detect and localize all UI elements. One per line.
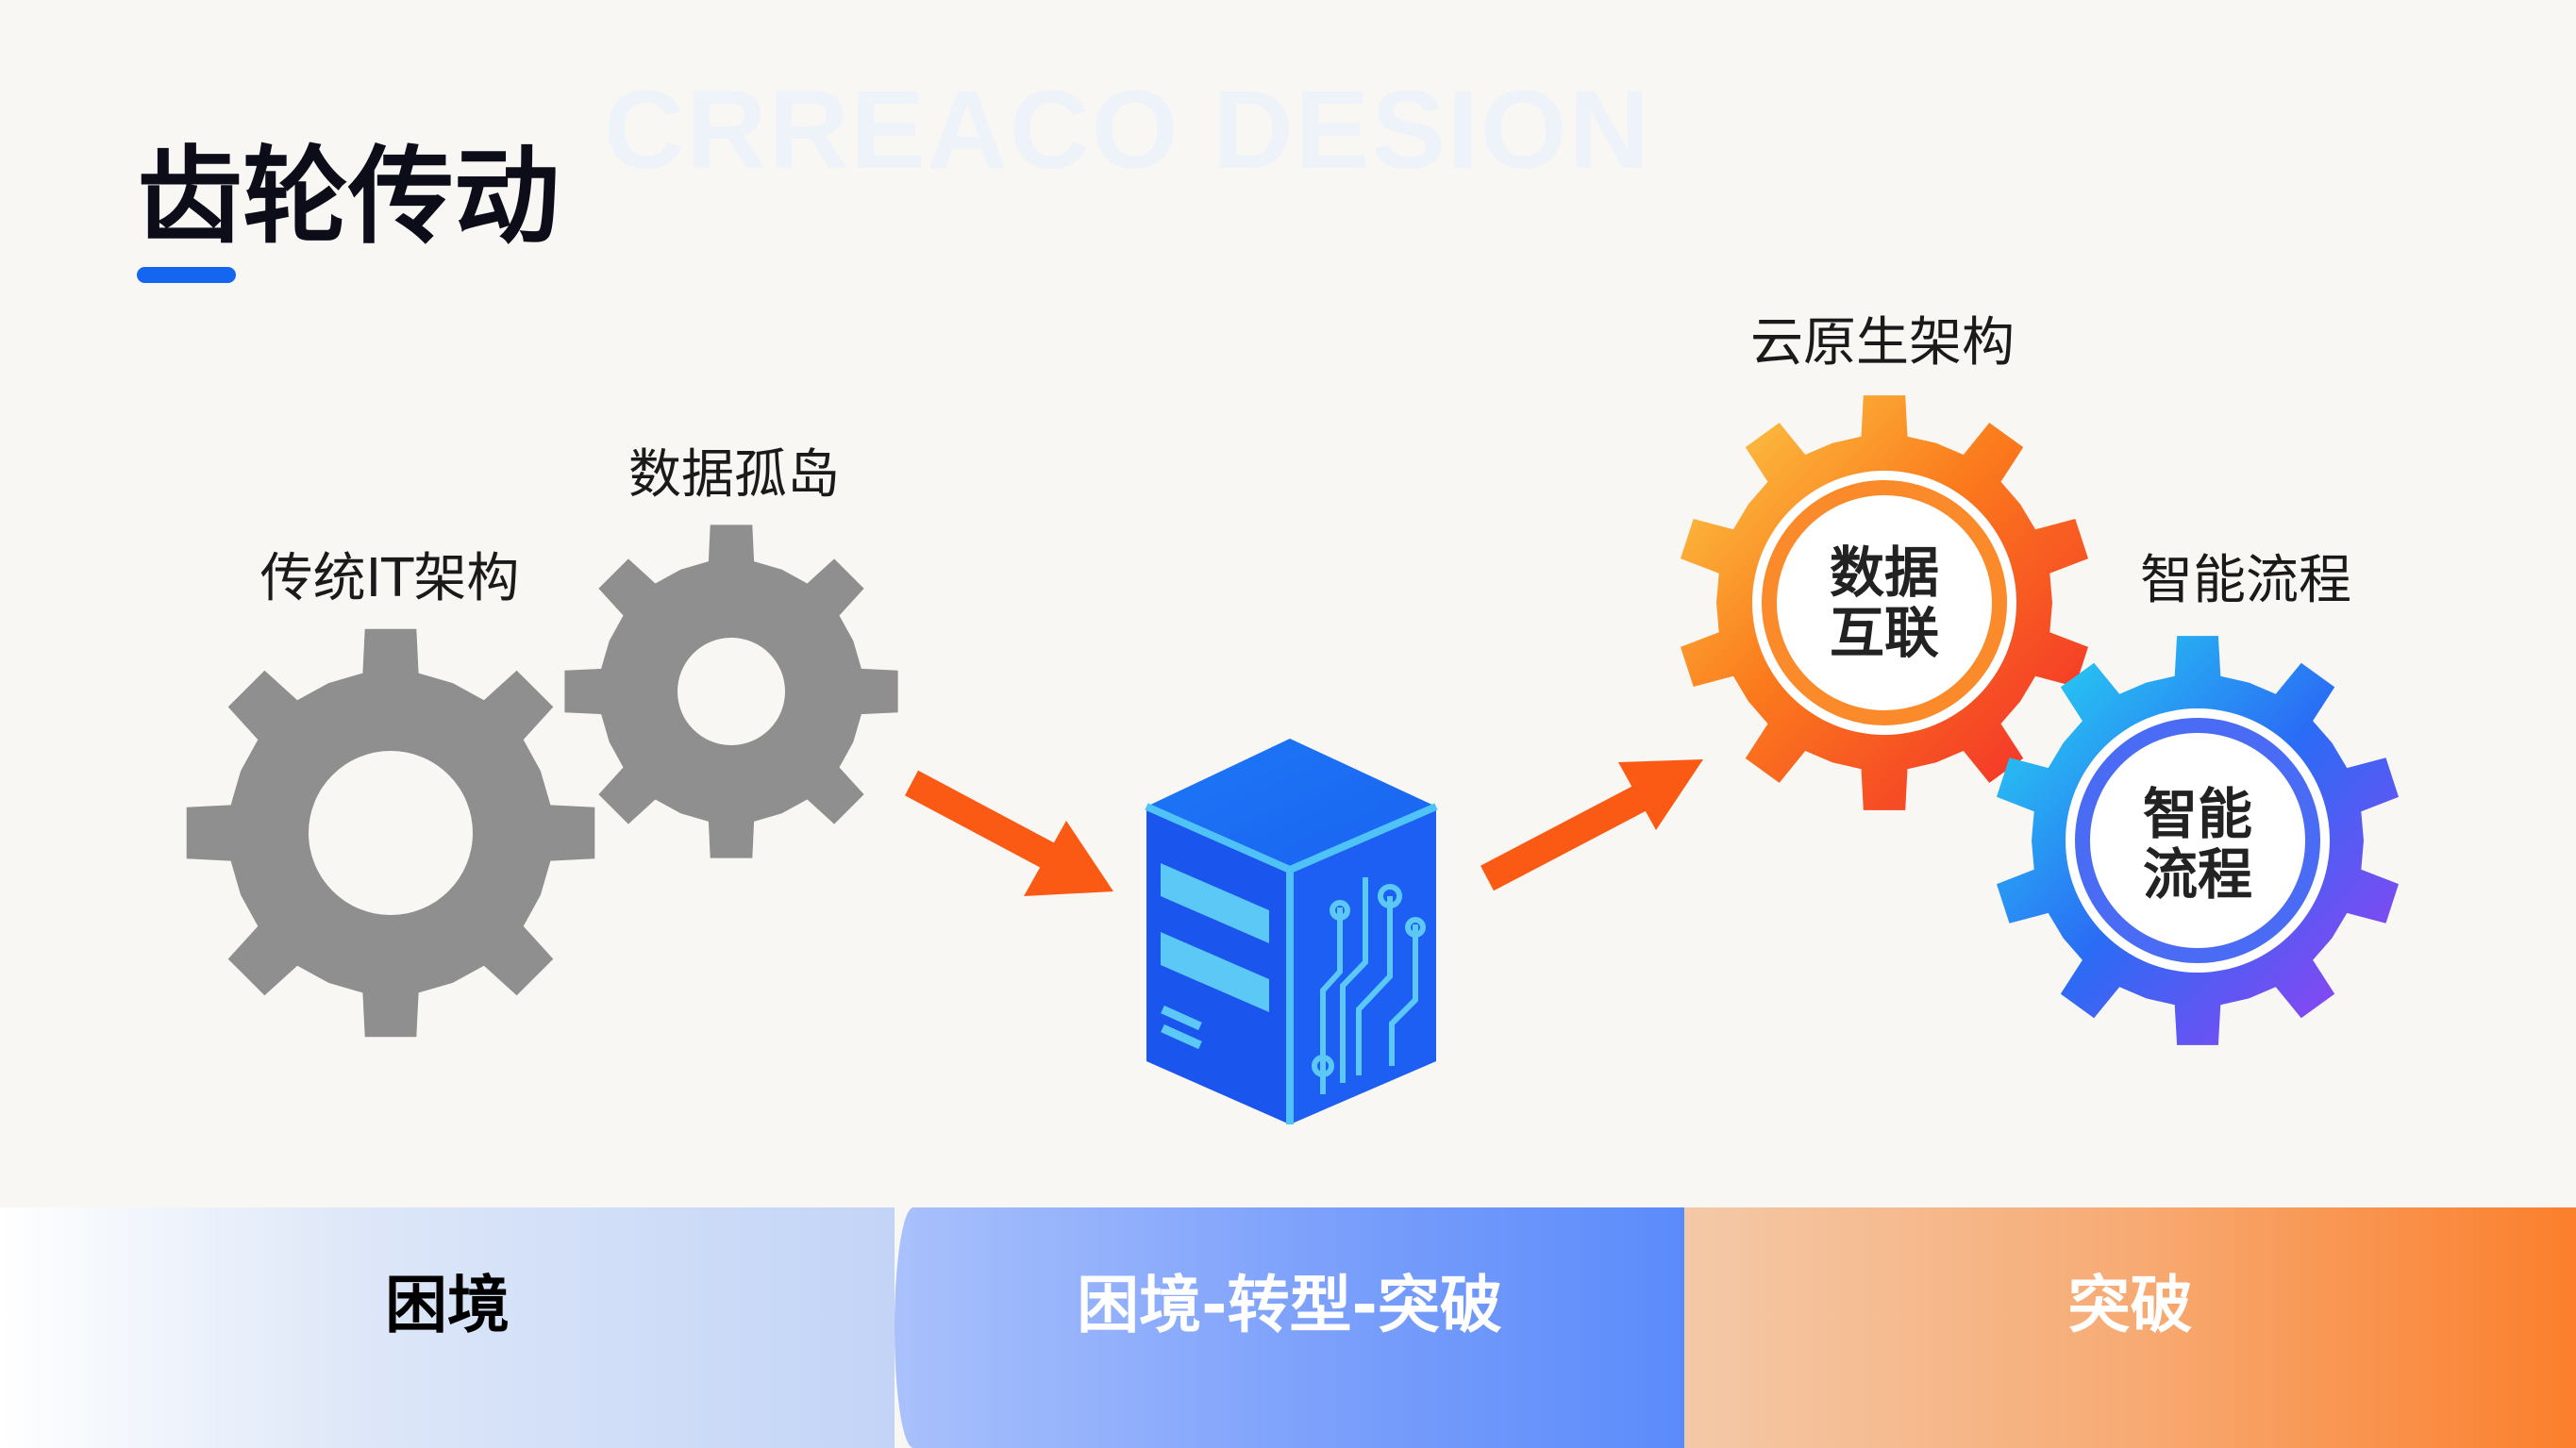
blue-gear-center	[2096, 739, 2300, 942]
label-data-silo: 数据孤岛	[628, 444, 840, 506]
label-legacy-it: 传统IT架构	[259, 548, 520, 609]
orange-arrow-left	[904, 770, 1113, 896]
band-breakthrough-label: 突破	[2067, 1268, 2193, 1341]
gray-gear-legacy-it	[186, 628, 595, 1038]
band-transition: 困境-转型-突破	[895, 1207, 1684, 1448]
gear-text-line: 数据	[1829, 541, 1940, 605]
gear-text-data-interconnect: 数据 互联	[1830, 542, 1939, 663]
gear-text-smart-process: 智能 流程	[2143, 784, 2252, 905]
watermark-text: CRREACO DESION	[604, 68, 1651, 192]
gray-gear-data-silo	[564, 524, 898, 858]
band-dilemma: 困境	[0, 1207, 895, 1448]
gear-text-line: 互联	[1829, 601, 1940, 665]
label-cloud-native: 云原生架构	[1750, 312, 2015, 374]
title-underline	[137, 267, 236, 283]
band-dilemma-label: 困境	[385, 1268, 510, 1341]
page-title: 齿轮传动	[137, 136, 560, 258]
gear-text-line: 流程	[2142, 842, 2253, 907]
band-breakthrough: 突破	[1684, 1207, 2576, 1448]
server-icon	[1145, 739, 1438, 1124]
label-smart-process: 智能流程	[2140, 550, 2351, 611]
orange-gear-inner-ring	[1762, 480, 2007, 725]
blue-gear-inner-ring	[2075, 718, 2320, 963]
band-transition-label: 困境-转型-突破	[1077, 1268, 1502, 1341]
orange-gear-center	[1782, 501, 1986, 705]
gear-text-line: 智能	[2142, 782, 2253, 846]
orange-arrow-right	[1480, 759, 1703, 891]
